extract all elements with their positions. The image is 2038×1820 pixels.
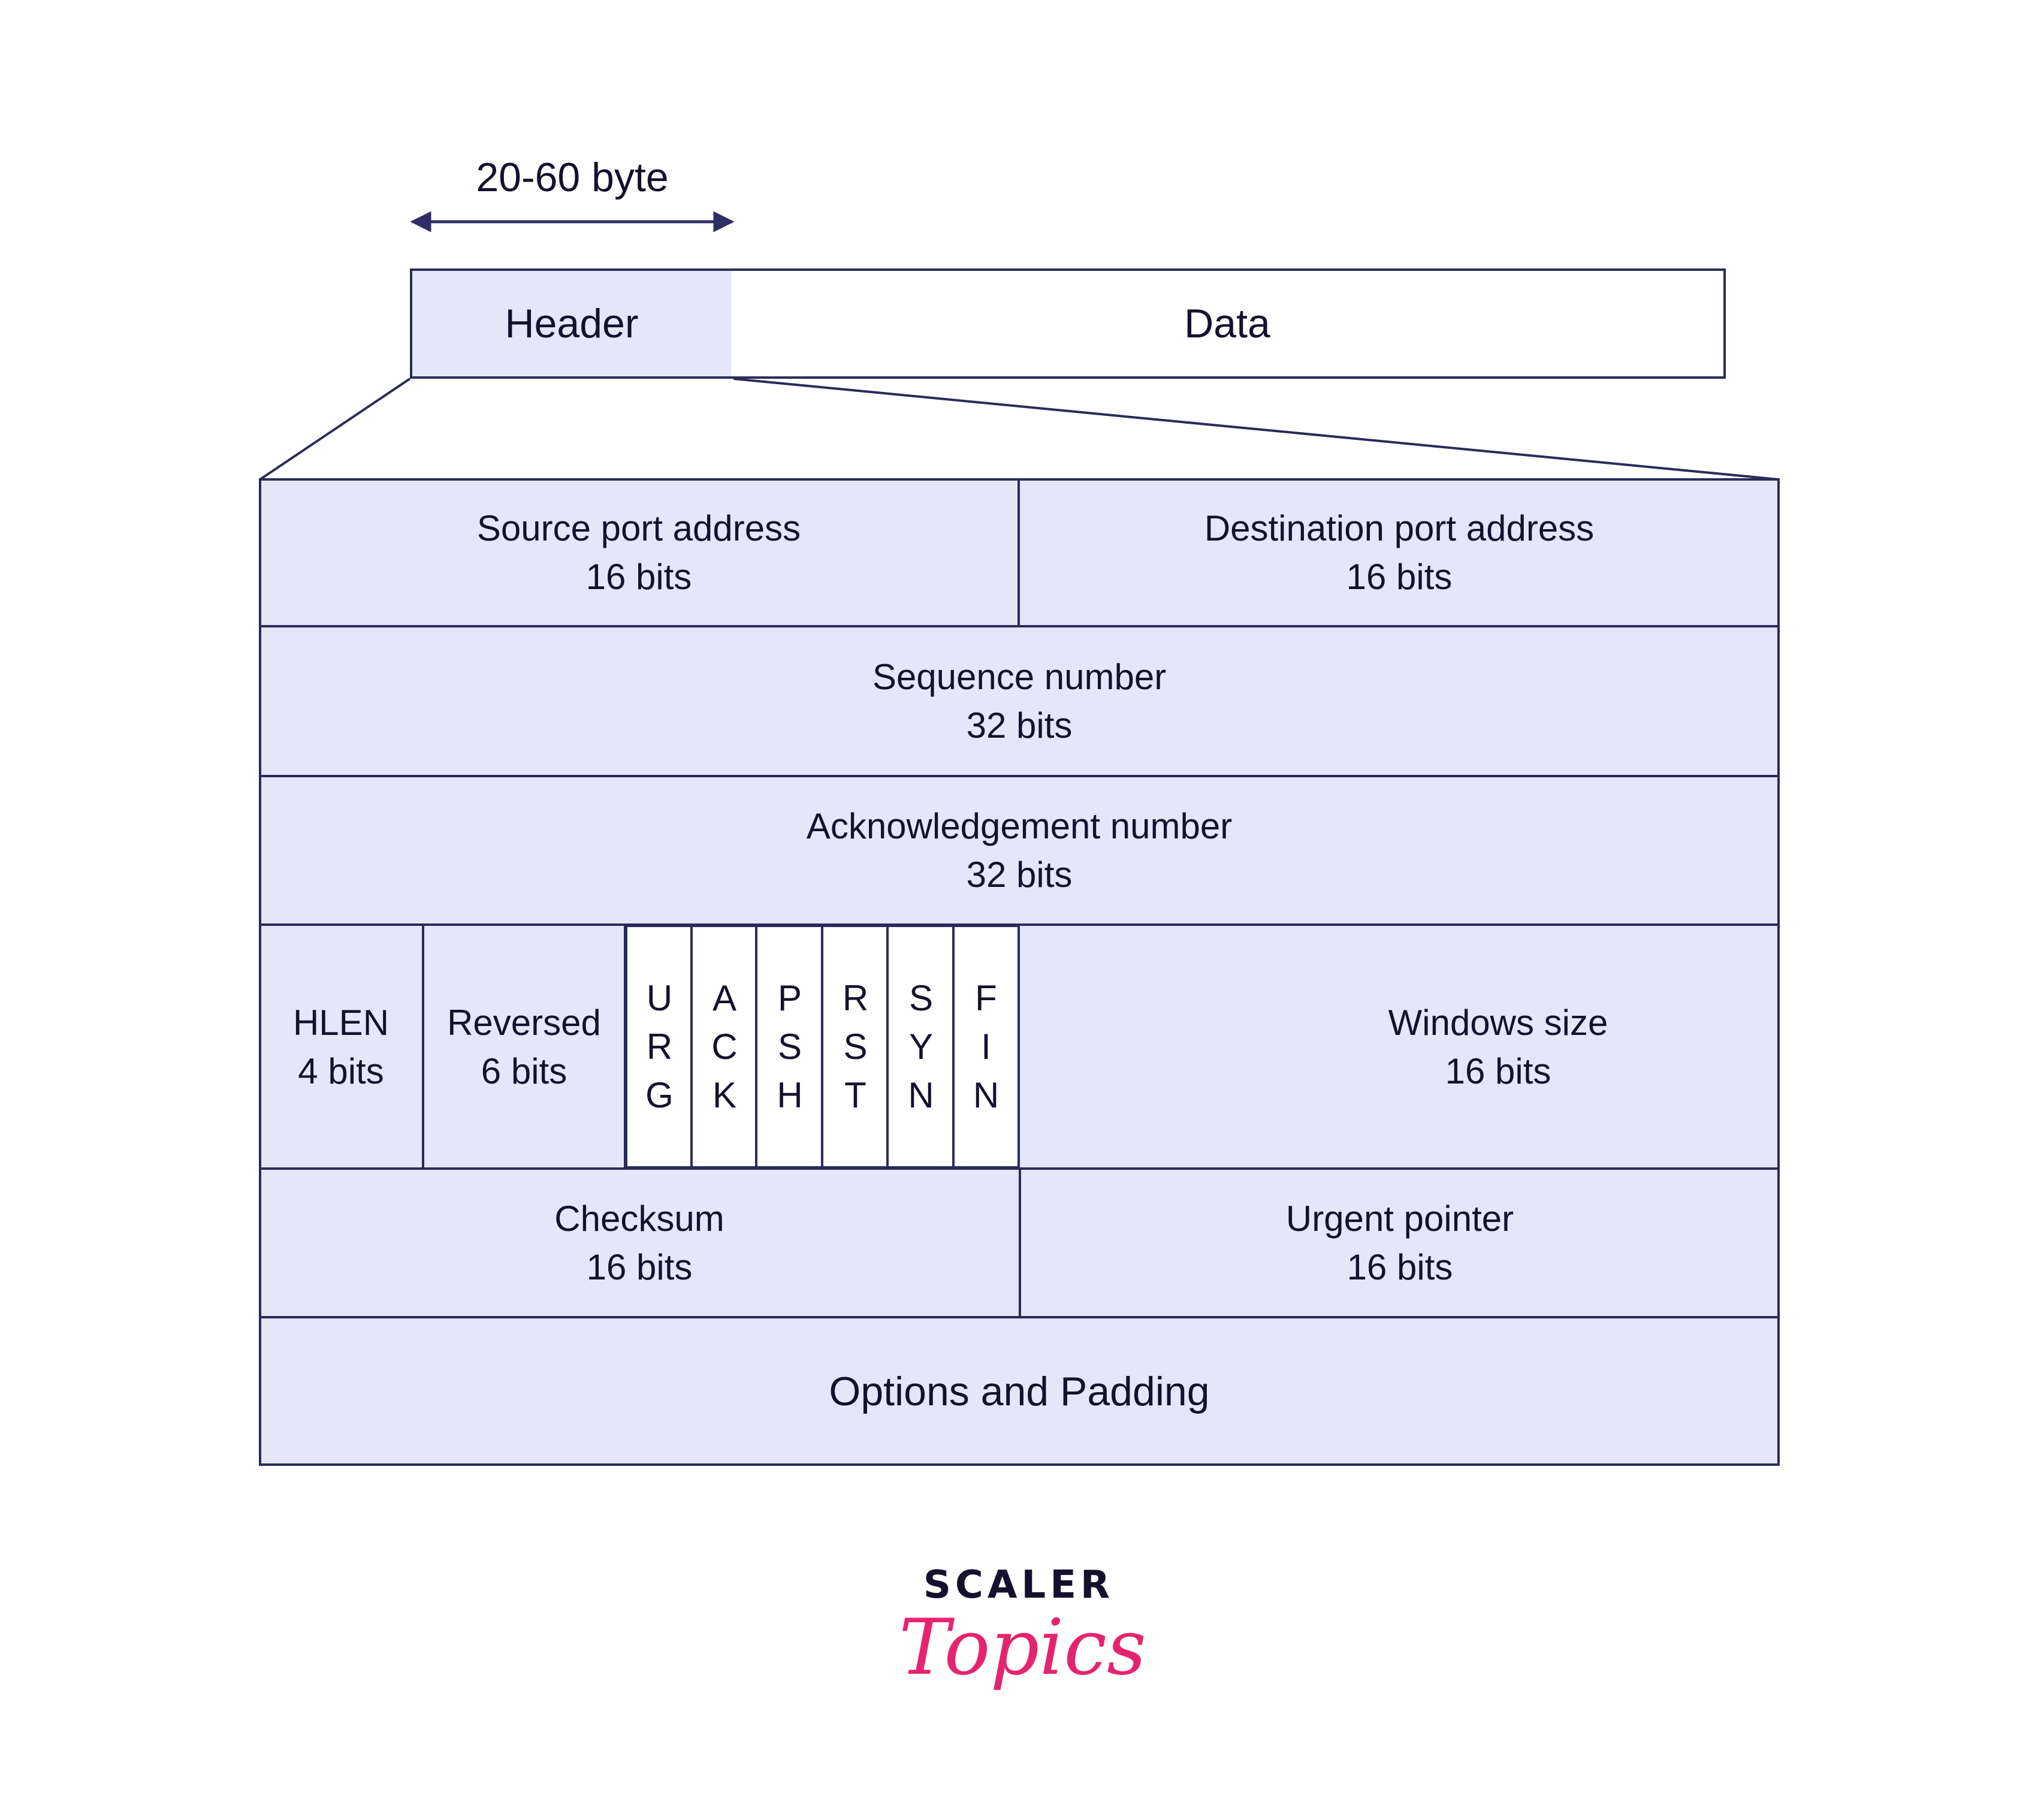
urgent-pointer-bits: 16 bits — [1346, 1247, 1453, 1287]
hlen-bits: 4 bits — [298, 1051, 384, 1091]
window-size-bits: 16 bits — [1445, 1051, 1551, 1091]
urgent-pointer-field: Urgent pointer 16 bits — [1020, 1169, 1780, 1317]
sequence-field: Sequence number 32 bits — [259, 626, 1780, 776]
brand-line2: Topics — [899, 1603, 1146, 1692]
reserved-label: Reversed — [447, 1002, 601, 1043]
source-port-field: Source port address 16 bits — [259, 478, 1019, 626]
flag-psh-letter-2: S — [777, 1027, 802, 1067]
zoom-line-right — [733, 378, 1779, 481]
hlen-label: HLEN — [292, 1002, 390, 1043]
flag-urg-letter-3: G — [645, 1075, 674, 1115]
urgent-pointer-label: Urgent pointer — [1285, 1199, 1514, 1239]
checksum-field: Checksum 16 bits — [259, 1169, 1020, 1317]
flag-psh-letter-3: H — [777, 1075, 803, 1115]
flag-psh-letter-1: P — [777, 978, 802, 1018]
flag-fin-letter-2: I — [981, 1027, 991, 1067]
flag-syn: S Y N — [886, 925, 953, 1169]
checksum-bits: 16 bits — [586, 1247, 693, 1287]
ack-label: Acknowledgement number — [806, 806, 1233, 846]
window-size-field: Windows size 16 bits — [1258, 925, 1738, 1169]
dest-port-bits: 16 bits — [1346, 556, 1453, 597]
flag-rst-letter-2: S — [843, 1027, 868, 1067]
hlen-field: HLEN 4 bits — [259, 925, 423, 1169]
header-box: Header — [410, 268, 733, 379]
flag-ack-letter-2: C — [711, 1027, 738, 1067]
size-label: 20-60 byte — [476, 155, 669, 200]
ack-bits: 32 bits — [966, 855, 1073, 895]
flag-fin: F I N — [952, 925, 1020, 1169]
flag-syn-letter-3: N — [908, 1075, 934, 1115]
flag-ack-letter-1: A — [712, 978, 737, 1018]
reserved-field: Reversed 6 bits — [423, 925, 625, 1169]
brand-line1: SCALER — [923, 1563, 1115, 1607]
sequence-bits: 32 bits — [966, 705, 1073, 745]
reserved-bits: 6 bits — [481, 1051, 567, 1091]
ack-field: Acknowledgement number 32 bits — [259, 776, 1780, 925]
scaler-topics-logo: SCALER Topics — [899, 1558, 1146, 1720]
flag-ack: A C K — [690, 925, 756, 1169]
flag-syn-letter-1: S — [908, 978, 934, 1018]
flag-rst: R S T — [821, 925, 887, 1169]
flag-rst-letter-1: R — [842, 978, 869, 1018]
flag-ack-letter-3: K — [712, 1075, 737, 1115]
checksum-label: Checksum — [554, 1199, 724, 1239]
source-port-bits: 16 bits — [585, 556, 692, 597]
dest-port-label: Destination port address — [1204, 508, 1595, 548]
data-box: Data — [731, 268, 1726, 379]
flag-urg: U R G — [625, 925, 692, 1169]
flag-fin-letter-3: N — [973, 1075, 1000, 1115]
options-padding-field: Options and Padding — [829, 1369, 1210, 1414]
flag-syn-letter-2: Y — [908, 1027, 934, 1067]
dest-port-field: Destination port address 16 bits — [1019, 478, 1780, 626]
flag-rst-letter-3: T — [844, 1075, 866, 1115]
source-port-label: Source port address — [476, 508, 801, 548]
window-size-label: Windows size — [1388, 1002, 1608, 1043]
zoom-line-left — [259, 378, 411, 481]
flag-psh: P S H — [755, 925, 822, 1169]
flag-urg-letter-2: R — [646, 1027, 673, 1067]
sequence-label: Sequence number — [872, 657, 1167, 697]
flag-fin-letter-1: F — [975, 978, 997, 1018]
flag-urg-letter-1: U — [646, 978, 673, 1018]
